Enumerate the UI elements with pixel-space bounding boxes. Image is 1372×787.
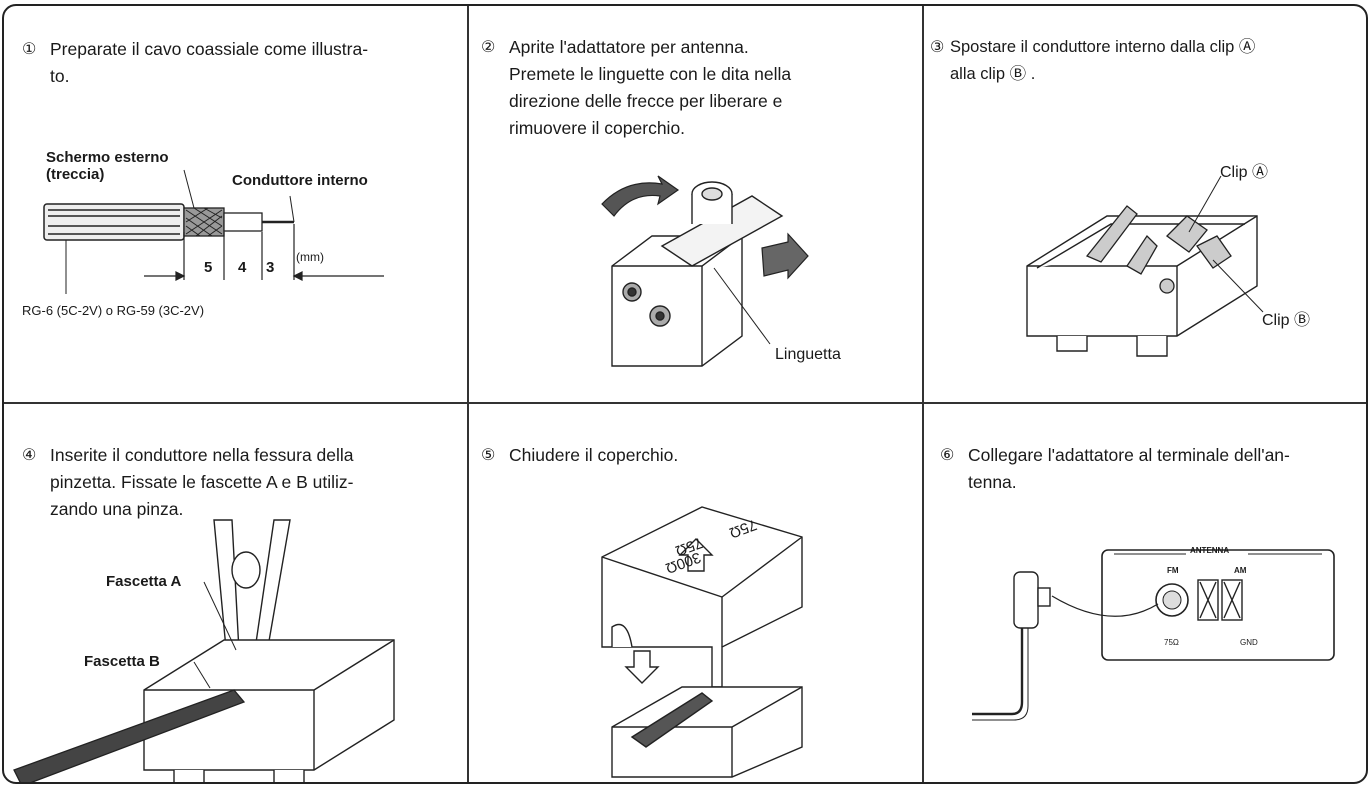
antenna-terminal-illustration (972, 549, 1335, 721)
coax-lead (972, 628, 1024, 716)
clamp-a-label: Fascetta A (106, 573, 182, 590)
fm-cable (1051, 595, 1159, 617)
cable-jacket (43, 203, 185, 241)
down-arrow (624, 650, 660, 684)
cover (601, 506, 803, 688)
inner-conductor-label: Conduttore interno (232, 172, 368, 189)
lift-arrow (601, 175, 680, 217)
step-text-line: alla clip Ⓑ . (950, 65, 1036, 83)
step-text-line: Premete le linguette con le dita nella (509, 64, 792, 84)
tab-leader-line (713, 267, 771, 345)
tab-label: Linguetta (775, 346, 841, 363)
dim-5: 5 (204, 259, 213, 276)
step-text-line: Chiudere il coperchio. (509, 445, 679, 465)
cable-types-label: RG-6 (5C-2V) o RG-59 (3C-2V) (22, 303, 205, 318)
panel-step-2: ② Aprite l'adattatore per antenna. Preme… (467, 6, 922, 402)
step-number: ④ (22, 447, 37, 464)
adapter-body (611, 181, 784, 367)
antenna-label: ANTENNA (1190, 546, 1230, 555)
panel-step-6: ⑥ Collegare l'adattatore al terminale de… (922, 402, 1366, 782)
panel-step-5: ⑤ Chiudere il coperchio. 75Ω 75Ω 300Ω (467, 402, 922, 782)
pliers-crimping-illustration (13, 519, 395, 782)
clamp-b-leader (193, 661, 211, 689)
dim-4: 4 (238, 259, 247, 276)
clamp-a-leader (203, 581, 237, 651)
dim-3: 3 (266, 259, 275, 276)
adapter-clips-illustration (1026, 175, 1264, 357)
row-divider (4, 402, 1366, 404)
step-text-line: rimuovere il coperchio. (509, 118, 686, 138)
plug-adapter (1013, 571, 1051, 629)
step-text-line: direzione delle frecce per liberare e (509, 91, 783, 111)
step-number: ③ (930, 39, 945, 56)
step-text-line: zando una pinza. (50, 499, 184, 519)
ohm-label: 75Ω (1164, 638, 1179, 647)
close-cover-illustration (601, 506, 803, 778)
unit-label: (mm) (296, 250, 324, 264)
column-divider-1 (467, 6, 469, 782)
step-text-line: Inserite il conduttore nella fessura del… (50, 445, 354, 465)
step-text-line: tenna. (968, 472, 1017, 492)
clamp-b-label: Fascetta B (84, 653, 160, 670)
braid-section (183, 207, 225, 237)
leader-line-inner (289, 195, 295, 223)
step-text-line: Preparate il cavo coassiale come illustr… (50, 39, 369, 59)
internal-clips (1085, 205, 1232, 294)
clip-b-label: Clip Ⓑ (1262, 312, 1311, 329)
clip-a-label: Clip Ⓐ (1220, 164, 1269, 181)
gnd-label: GND (1240, 638, 1258, 647)
step-text-line: pinzetta. Fissate le fascette A e B util… (50, 472, 354, 492)
fm-label: FM (1167, 566, 1179, 575)
adapter-open-illustration (601, 175, 809, 367)
clip-b-leader (1212, 259, 1264, 313)
panel-step-4: ④ Inserite il conduttore nella fessura d… (4, 402, 467, 782)
panel-step-3: ③ Spostare il conduttore interno dalla c… (922, 6, 1366, 402)
press-arrow (761, 232, 809, 280)
dielectric (223, 212, 263, 232)
coax-cable-illustration (43, 169, 384, 294)
dimension-lines (144, 224, 384, 281)
panel-step-1: ① Preparate il cavo coassiale come illus… (4, 6, 467, 402)
am-label: AM (1234, 566, 1247, 575)
step-number: ① (22, 41, 37, 58)
step-text-line: Aprite l'adattatore per antenna. (509, 37, 749, 57)
am-terminals (1197, 579, 1243, 621)
coax-cable (13, 689, 246, 782)
clip-a-leader (1188, 175, 1222, 233)
step-text-line: Collegare l'adattatore al terminale dell… (968, 445, 1290, 465)
outer-shield-label: Schermo esterno (46, 149, 169, 166)
braid-label: (treccia) (46, 166, 105, 183)
instruction-sheet: ① Preparate il cavo coassiale come illus… (2, 4, 1368, 784)
adapter-base (143, 639, 395, 782)
step-text-line: to. (50, 66, 70, 86)
step-number: ② (481, 39, 496, 56)
column-divider-2 (922, 6, 924, 782)
step-text-line: Spostare il conduttore interno dalla cli… (950, 38, 1256, 56)
adapter-base (1026, 215, 1258, 357)
step-number: ⑥ (940, 447, 955, 464)
direction-arrow (678, 538, 714, 572)
leader-line-braid (183, 169, 195, 209)
step-number: ⑤ (481, 447, 496, 464)
adapter-base (611, 686, 803, 778)
